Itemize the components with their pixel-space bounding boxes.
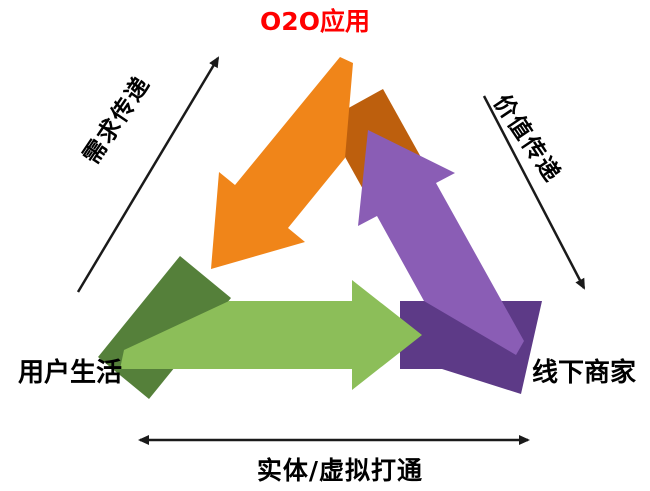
recycle-symbol — [98, 57, 542, 399]
demand-arrow-line — [76, 56, 220, 293]
demand-label: 需求传递 — [78, 71, 156, 169]
span-label: 实体/虚拟打通 — [257, 456, 423, 485]
purple-arrow — [358, 130, 524, 355]
value-arrow-line — [482, 95, 586, 290]
user-node-label: 用户生活 — [18, 357, 122, 388]
green-arrow — [120, 280, 422, 390]
value-label: 价值传递 — [488, 90, 566, 188]
o2o-title: O2O应用 — [260, 7, 370, 36]
orange-arrow — [211, 57, 353, 269]
merchant-node-label: 线下商家 — [532, 357, 636, 388]
